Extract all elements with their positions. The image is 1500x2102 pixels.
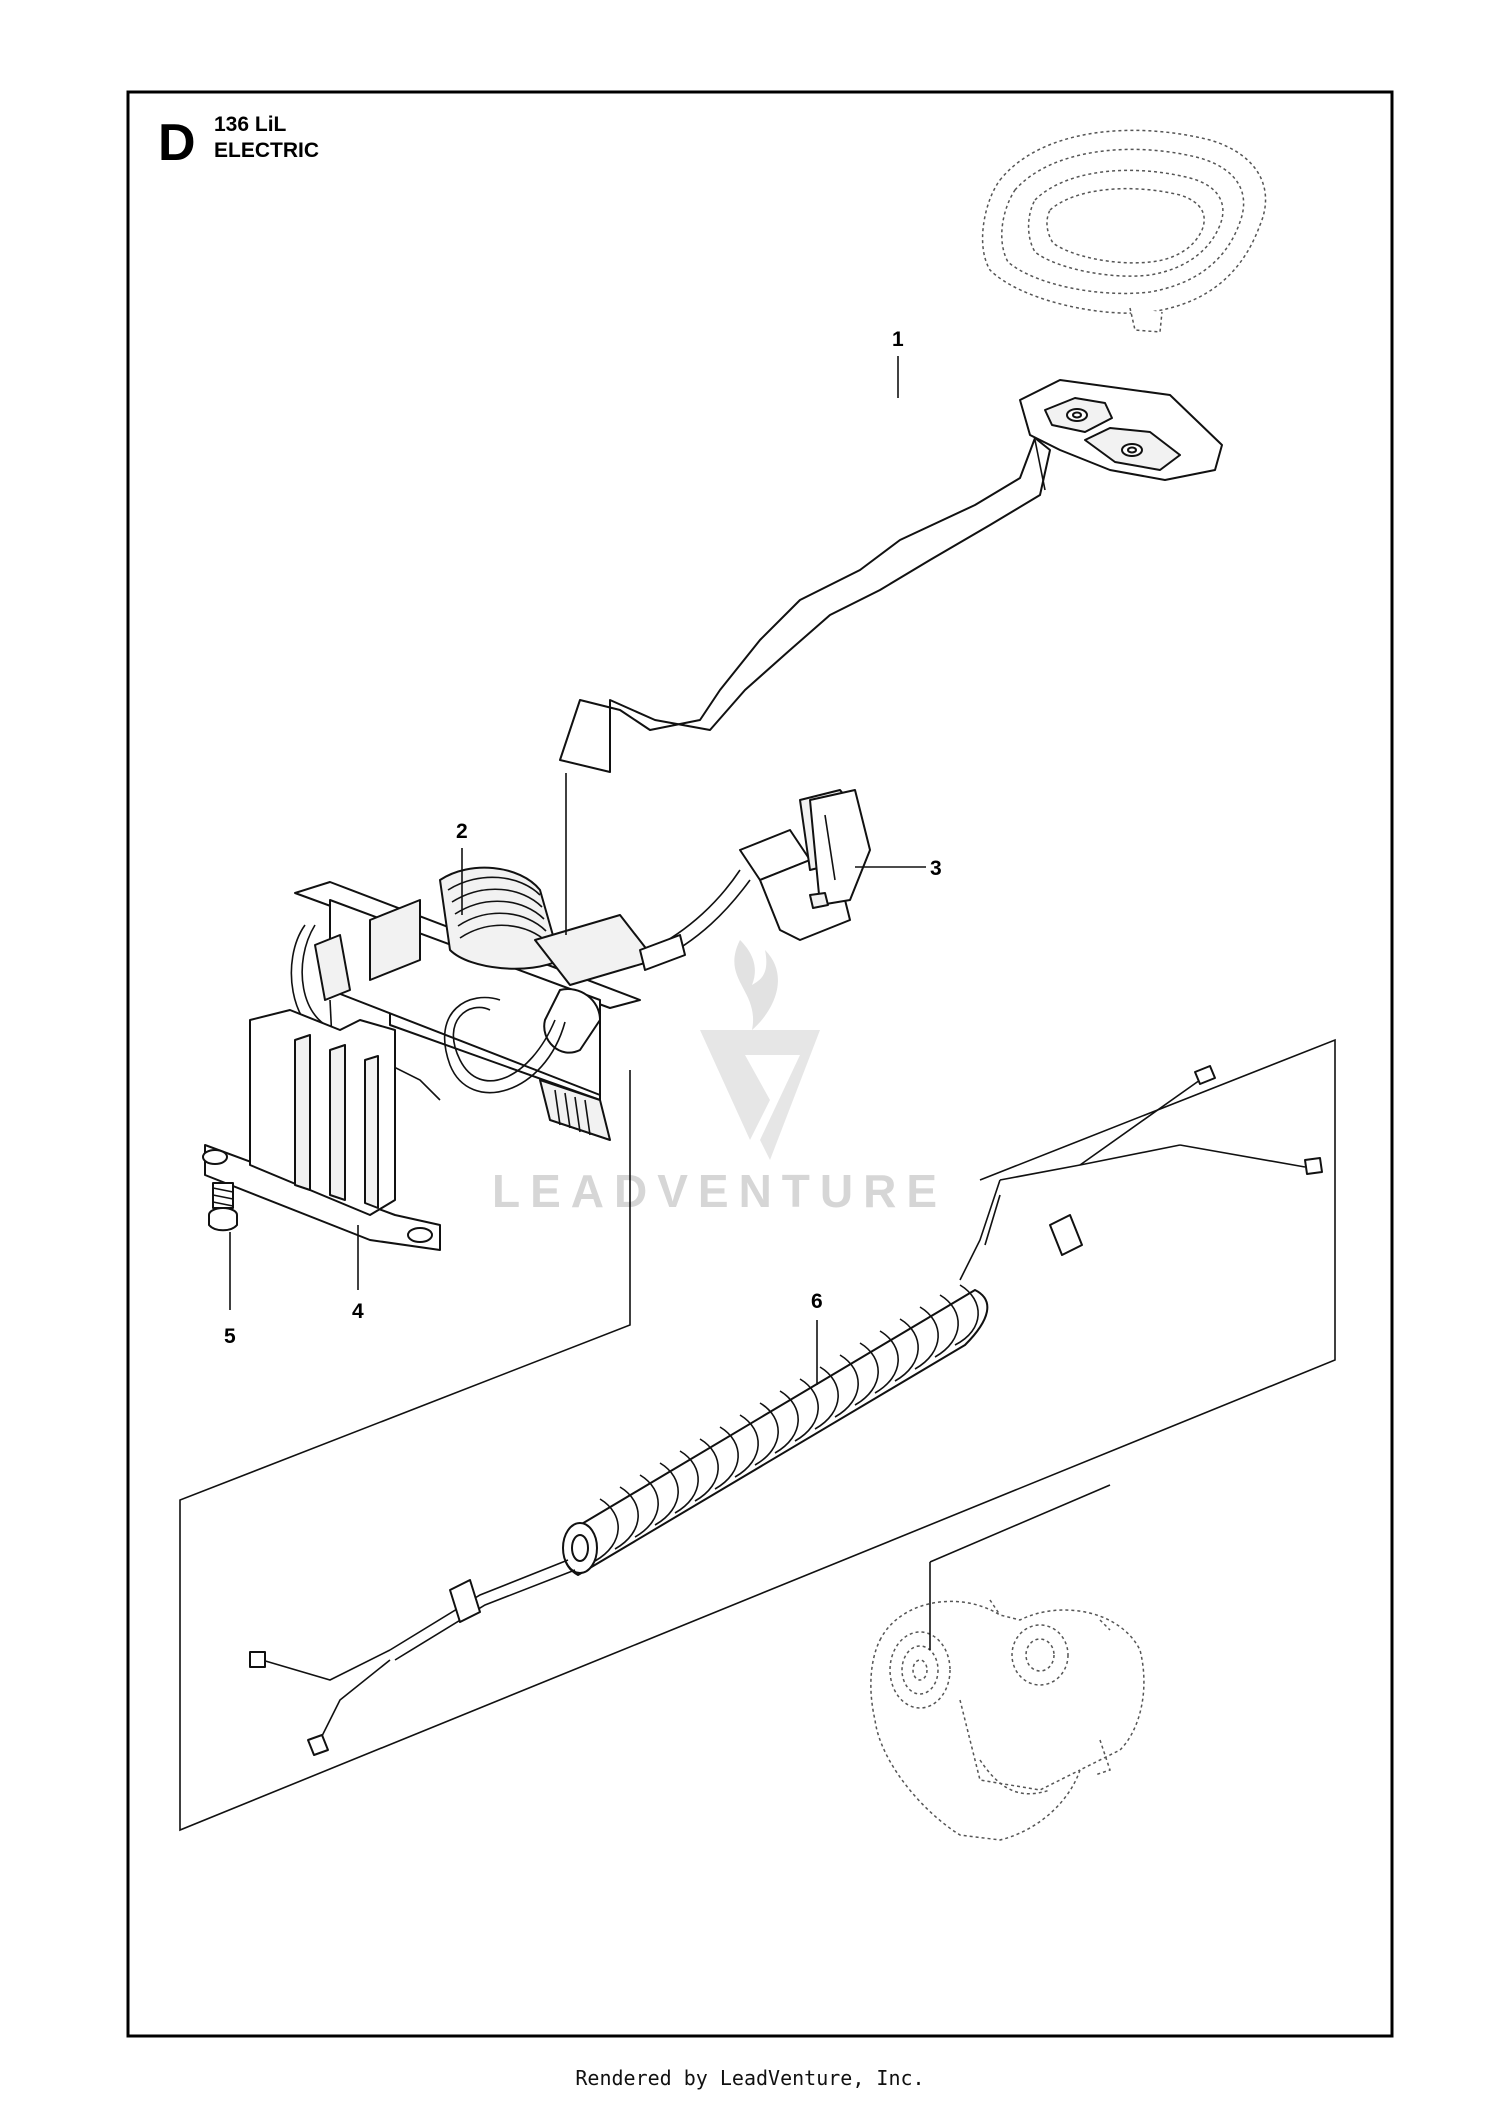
callout-1: 1	[892, 328, 904, 351]
motor-outline	[870, 1599, 1145, 1841]
handle-grip-outline	[981, 129, 1267, 333]
footer-credit: Rendered by LeadVenture, Inc.	[575, 2066, 925, 2090]
explode-lines	[179, 773, 1336, 1832]
callout-4: 4	[352, 1300, 364, 1323]
part-2-circuit-board	[290, 866, 751, 1141]
callout-3: 3	[930, 857, 942, 880]
model-title: 136 LiL	[214, 113, 287, 136]
callout-5: 5	[224, 1325, 236, 1348]
callout-labels: 1 2 3 4 5 6	[224, 328, 942, 1348]
callout-leaders	[229, 356, 926, 1385]
watermark-logo: LEADVENTURE	[492, 940, 947, 1217]
watermark-text: LEADVENTURE	[492, 1165, 947, 1217]
part-3-connector	[739, 789, 871, 941]
section-letter: D	[158, 114, 196, 172]
part-4-holder	[202, 1009, 441, 1251]
part-6-coiled-cable	[249, 1065, 1323, 1756]
callout-2: 2	[456, 820, 468, 843]
part-1-handle-cable	[559, 379, 1223, 773]
group-title: ELECTRIC	[214, 139, 319, 162]
callout-6: 6	[811, 1290, 823, 1313]
part-5-screw	[208, 1182, 238, 1232]
diagram-frame	[126, 90, 1394, 2038]
